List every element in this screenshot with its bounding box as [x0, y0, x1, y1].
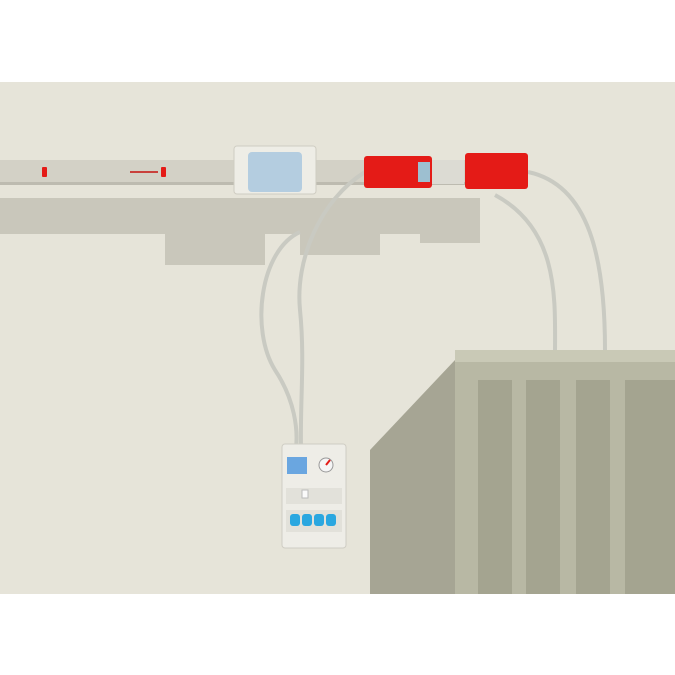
- distribution-board: [281, 443, 347, 549]
- busbar-label-marker-icon: [161, 167, 166, 177]
- electrical-cabinet: [455, 350, 675, 594]
- plug-connector: [364, 156, 432, 188]
- socket-icon: [290, 514, 300, 526]
- cables: [259, 170, 607, 449]
- cabinet-shadow: [370, 360, 455, 594]
- socket-connector: [465, 153, 528, 189]
- socket-icon: [302, 514, 312, 526]
- socket-icon: [314, 514, 324, 526]
- busbar-shadow: [0, 198, 480, 265]
- board-switch: [301, 489, 309, 499]
- plug-connector-coupling: [432, 160, 464, 184]
- plug-connector-window: [418, 162, 430, 182]
- socket-icon: [326, 514, 336, 526]
- tap-off-window: [248, 152, 302, 192]
- board-display: [287, 457, 307, 474]
- busbar-marker-icon: [42, 167, 47, 177]
- busbar-label: [130, 171, 158, 173]
